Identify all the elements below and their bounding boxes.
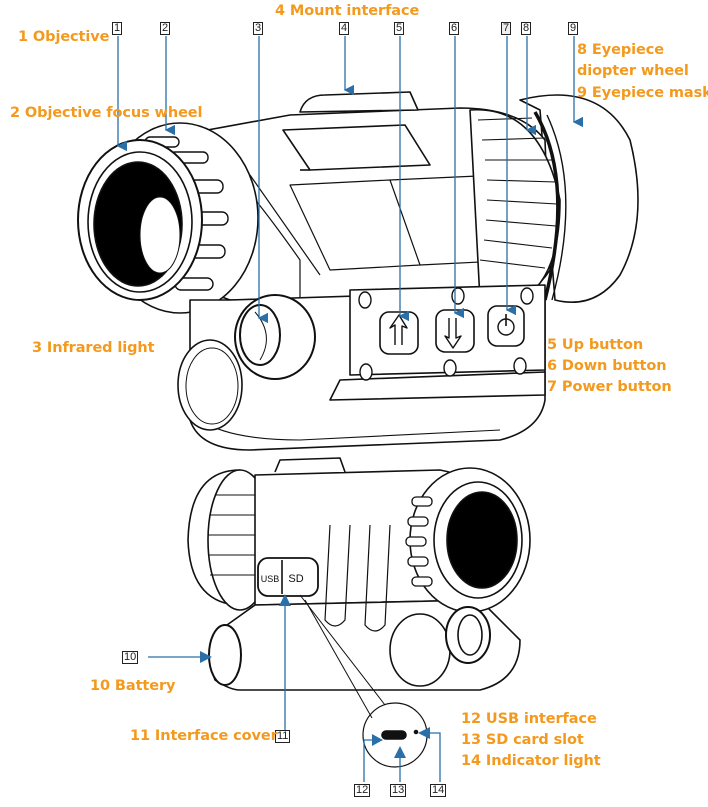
up-button	[379, 311, 419, 355]
callout-number-5: 5	[394, 22, 405, 35]
callout-number-11: 11	[275, 730, 291, 743]
sd-label: SD	[288, 573, 303, 585]
infrared-light	[239, 304, 281, 366]
callout-number-2: 2	[160, 22, 171, 35]
usb-label: USB	[261, 574, 280, 584]
label-sd-card-slot: 13 SD card slot	[461, 732, 584, 748]
mount-interface	[299, 91, 419, 113]
label-usb-interface: 12 USB interface	[461, 711, 597, 727]
label-interface-cover: 11 Interface cover	[130, 728, 278, 744]
callout-number-14: 14	[430, 784, 447, 797]
label-objective: 1 Objective	[18, 29, 110, 45]
indicator-light-detail	[413, 729, 419, 735]
callout-number-8: 8	[521, 22, 532, 35]
label-objective-focus-wheel: 2 Objective focus wheel	[10, 105, 203, 121]
label-indicator-light: 14 Indicator light	[461, 753, 601, 769]
label-eyepiece: 8 Eyepiece	[577, 42, 664, 58]
callout-number-3: 3	[253, 22, 264, 35]
label-up-button: 5 Up button	[547, 337, 644, 353]
leader-lines	[116, 36, 584, 782]
interface-cover	[257, 557, 319, 597]
label-power-button: 7 Power button	[547, 379, 672, 395]
device-top-view	[77, 91, 639, 451]
label-eyepiece-mask: 9 Eyepiece mask	[577, 85, 708, 101]
device-side-view: USB SD	[187, 457, 531, 768]
callout-number-1: 1	[112, 22, 123, 35]
callout-number-7: 7	[501, 22, 512, 35]
label-infrared-light: 3 Infrared light	[32, 340, 155, 356]
callout-number-4: 4	[339, 22, 350, 35]
callout-number-12: 12	[354, 784, 371, 797]
callout-number-13: 13	[390, 784, 407, 797]
label-mount-interface: 4 Mount interface	[275, 3, 420, 19]
callout-number-6: 6	[449, 22, 460, 35]
callout-number-9: 9	[568, 22, 579, 35]
callout-number-10: 10	[122, 651, 139, 664]
label-battery: 10 Battery	[90, 678, 176, 694]
label-diopter-wheel: diopter wheel	[577, 63, 689, 79]
label-down-button: 6 Down button	[547, 358, 667, 374]
usb-port-detail	[381, 730, 407, 740]
